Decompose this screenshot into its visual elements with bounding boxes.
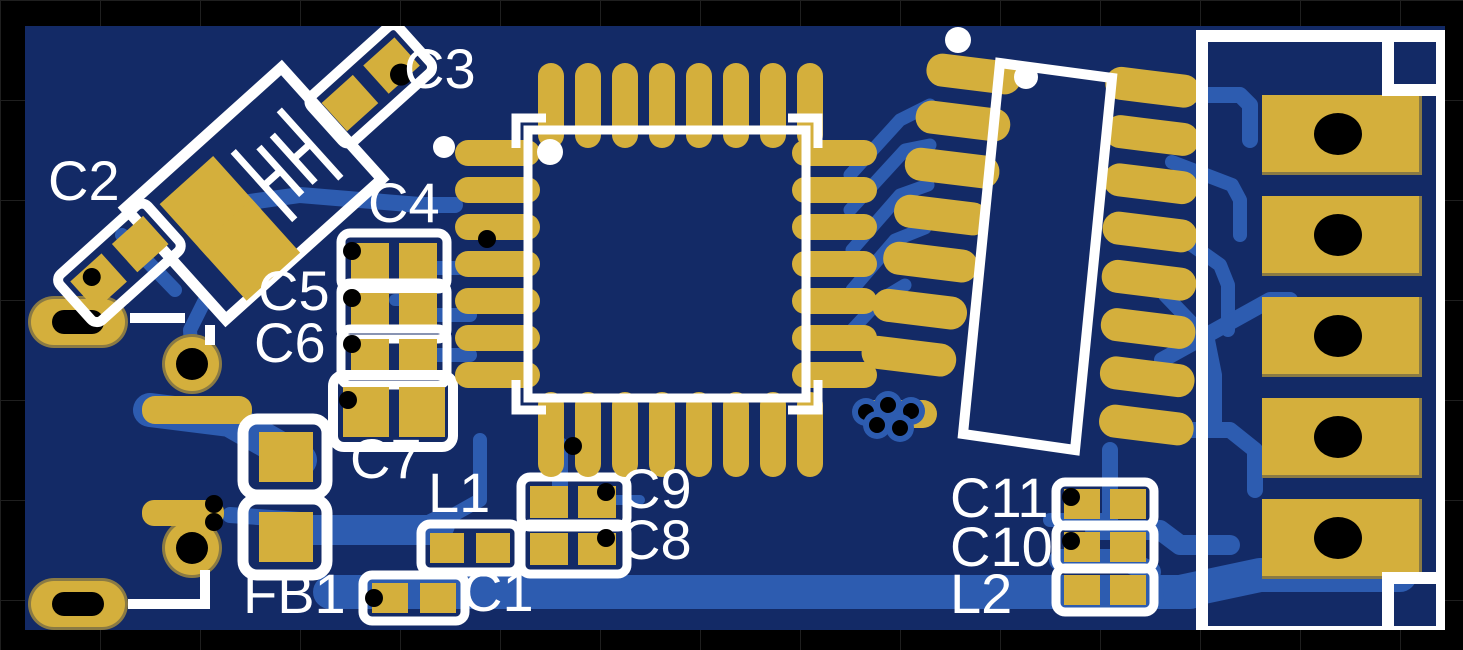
silkscreen-designators: C2 C3 C4 C5 C6 C7 C9 C8 L1 C1 FB1 C11 C1… [48,37,1053,625]
mounting-holes[interactable] [162,334,222,578]
designator-c5: C5 [258,259,330,322]
designator-c7: C7 [350,427,422,490]
terminal-block-j1[interactable] [1196,30,1445,632]
designator-c6: C6 [254,311,326,374]
qfn-ic-u1[interactable] [433,63,877,477]
designator-c10: C10 [950,515,1053,578]
component-c3[interactable] [304,22,438,149]
designator-c3: C3 [404,37,476,100]
component-c2[interactable] [53,198,186,328]
silkscreen-lines [128,313,215,609]
cap-pair-c8-c9[interactable] [516,472,632,579]
component-fb1[interactable] [237,413,333,581]
designator-c4: C4 [368,171,440,234]
designator-c8: C8 [620,508,692,571]
designator-c1: C1 [462,560,534,623]
module-pin1-marker-icon [1014,65,1038,89]
module-silk-dot-icon [945,27,971,53]
edge-oval-pads[interactable] [28,296,128,630]
cap-stack-c4-c7[interactable] [328,228,458,452]
pin1-marker-icon [537,139,563,165]
designator-c2: C2 [48,149,120,212]
rf-module[interactable] [860,27,1237,456]
designator-l1: L1 [428,461,490,524]
component-c1[interactable] [358,570,470,626]
designator-l2: L2 [950,562,1012,625]
designator-c9: C9 [620,457,692,520]
crystal-y1[interactable] [117,59,390,328]
left-smd-pads[interactable] [142,396,252,531]
designator-c11: C11 [950,466,1049,529]
designator-fb1: FB1 [243,562,346,625]
cap-stack-c10-c11-l2[interactable] [1051,477,1159,617]
via-cluster[interactable] [852,391,937,442]
